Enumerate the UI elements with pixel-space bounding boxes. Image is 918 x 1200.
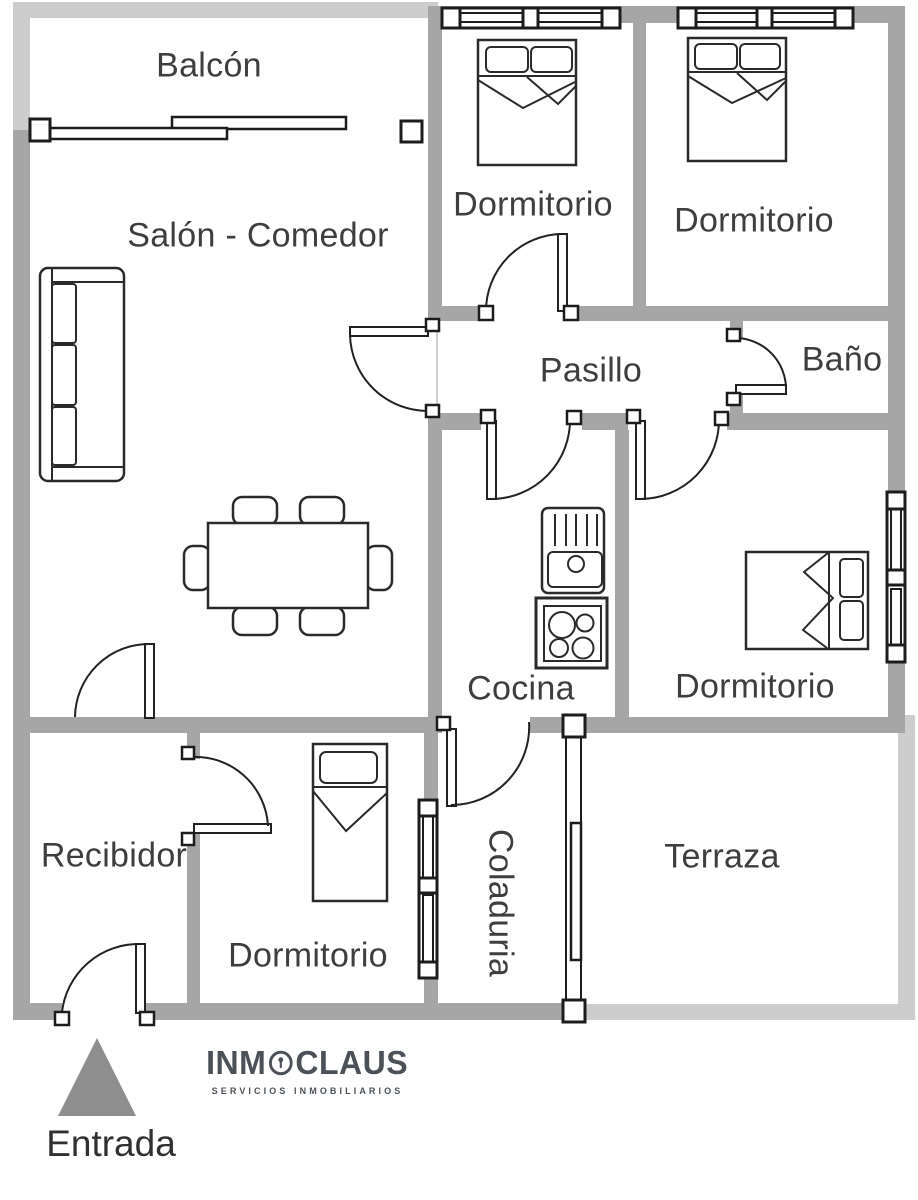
room-label-dormitorio-2: Dormitorio bbox=[674, 201, 834, 240]
wall-balcony-left bbox=[13, 2, 30, 132]
wall-pasillo-south-b bbox=[582, 413, 628, 430]
brand-name-prefix: INM bbox=[206, 1044, 267, 1081]
wall-pasillo-north-a bbox=[428, 306, 480, 321]
wall-bottom-left-b bbox=[143, 1003, 565, 1020]
window-dormitorio4-icon bbox=[417, 798, 439, 980]
room-label-coladuria: Coladuria bbox=[481, 828, 520, 978]
kitchen-sink-unit bbox=[540, 506, 606, 595]
room-label-cocina: Cocina bbox=[467, 669, 575, 708]
brand-name-suffix: CLAUS bbox=[295, 1044, 409, 1081]
door-entrada-icon bbox=[53, 942, 156, 1027]
bed-double-3 bbox=[744, 550, 870, 651]
wall-pasillo-north-b bbox=[578, 306, 905, 321]
wall-salon-east-upper bbox=[428, 131, 442, 320]
wall-salon-east-lower bbox=[428, 417, 442, 733]
window-bedroom2-icon bbox=[676, 6, 855, 30]
wall-balcony-top bbox=[13, 2, 438, 18]
bed-single bbox=[311, 742, 389, 903]
door-salon-pasillo-icon bbox=[349, 317, 441, 419]
bed-double-1 bbox=[476, 38, 578, 167]
room-label-recibidor: Recibidor bbox=[40, 836, 188, 875]
door-cocina-icon bbox=[479, 408, 583, 500]
entrance-arrow-icon bbox=[58, 1038, 136, 1116]
wall-pasillo-south-c bbox=[727, 413, 905, 430]
door-recibidor-dormitorio4-icon bbox=[180, 745, 272, 847]
room-label-balcon: Balcón bbox=[156, 46, 262, 85]
wall-bedroom-divider bbox=[633, 23, 646, 313]
wall-terrace-bottom bbox=[565, 1004, 915, 1020]
keyhole-circle-icon bbox=[268, 1049, 295, 1077]
dining-table-set bbox=[182, 495, 394, 637]
window-bedroom1-icon bbox=[440, 6, 622, 30]
brand-logo: INM CLAUS SERVICIOS INMOBILIARIOS bbox=[207, 1046, 408, 1096]
brand-tagline: SERVICIOS INMOBILIARIOS bbox=[211, 1086, 404, 1096]
wall-salon-south bbox=[13, 717, 428, 733]
door-bedroom1-icon bbox=[477, 233, 580, 322]
door-salon-recibidor-icon bbox=[74, 643, 155, 719]
brand-name: INM CLAUS bbox=[207, 1046, 409, 1079]
door-bano-icon bbox=[725, 327, 787, 407]
room-label-dormitorio-3: Dormitorio bbox=[675, 667, 835, 706]
window-coladuria-terraza-icon bbox=[561, 713, 587, 1024]
bed-double-2 bbox=[686, 36, 788, 163]
entrance-label: Entrada bbox=[46, 1123, 176, 1164]
kitchen-stove bbox=[534, 596, 609, 670]
window-balcony-slider-icon bbox=[28, 115, 424, 144]
wall-coladuria-north bbox=[530, 717, 565, 733]
room-label-bano: Baño bbox=[801, 340, 883, 379]
wall-terraza-north bbox=[585, 717, 905, 733]
sofa bbox=[38, 266, 126, 483]
door-coladuria-icon bbox=[435, 715, 531, 807]
wall-balcony-bedroom1-divider bbox=[428, 21, 442, 131]
room-label-dormitorio-4: Dormitorio bbox=[228, 936, 388, 975]
wall-recibidor-east-b bbox=[187, 833, 200, 1003]
window-dormitorio3-icon bbox=[885, 490, 907, 664]
wall-cocina-east bbox=[615, 430, 629, 733]
room-label-terraza: Terraza bbox=[664, 837, 780, 876]
wall-terrace-right bbox=[898, 715, 915, 1020]
door-dormitorio3-icon bbox=[625, 408, 730, 500]
room-label-pasillo: Pasillo bbox=[539, 351, 643, 390]
wall-pasillo-south-a bbox=[428, 413, 481, 430]
room-label-dormitorio-1: Dormitorio bbox=[453, 185, 613, 224]
wall-bottom-left-a bbox=[13, 1003, 62, 1020]
wall-outer-left bbox=[13, 130, 30, 1020]
room-label-salon: Salón - Comedor bbox=[127, 216, 389, 255]
